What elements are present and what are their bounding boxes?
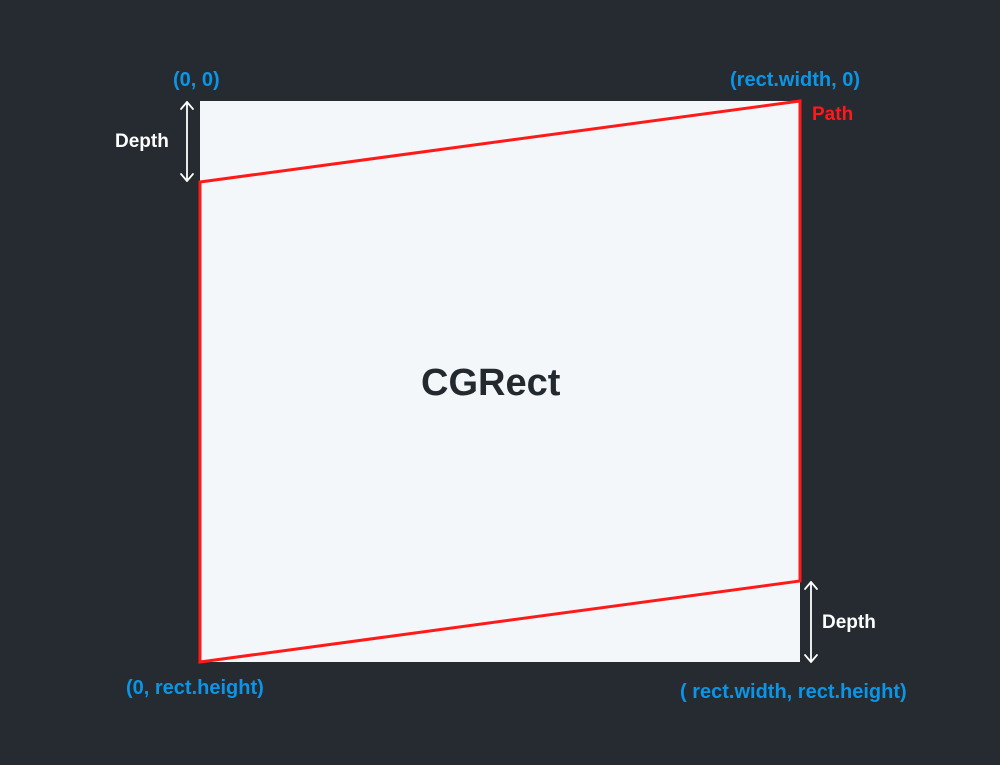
corner-label-bottom-right: ( rect.width, rect.height) [680,681,907,703]
path-label: Path [812,104,854,125]
cgrect-title: CGRect [421,362,561,404]
depth-arrow-top [180,101,194,182]
parallelogram-path [198,99,802,664]
corner-label-bottom-left: (0, rect.height) [126,677,264,699]
corner-label-top-right: (rect.width, 0) [730,69,861,91]
depth-arrow-bottom [804,581,818,663]
depth-label-top: Depth [115,131,169,152]
cgrect-rectangle [200,101,800,662]
corner-label-top-left: (0, 0) [173,69,220,91]
depth-label-bottom: Depth [822,612,876,633]
